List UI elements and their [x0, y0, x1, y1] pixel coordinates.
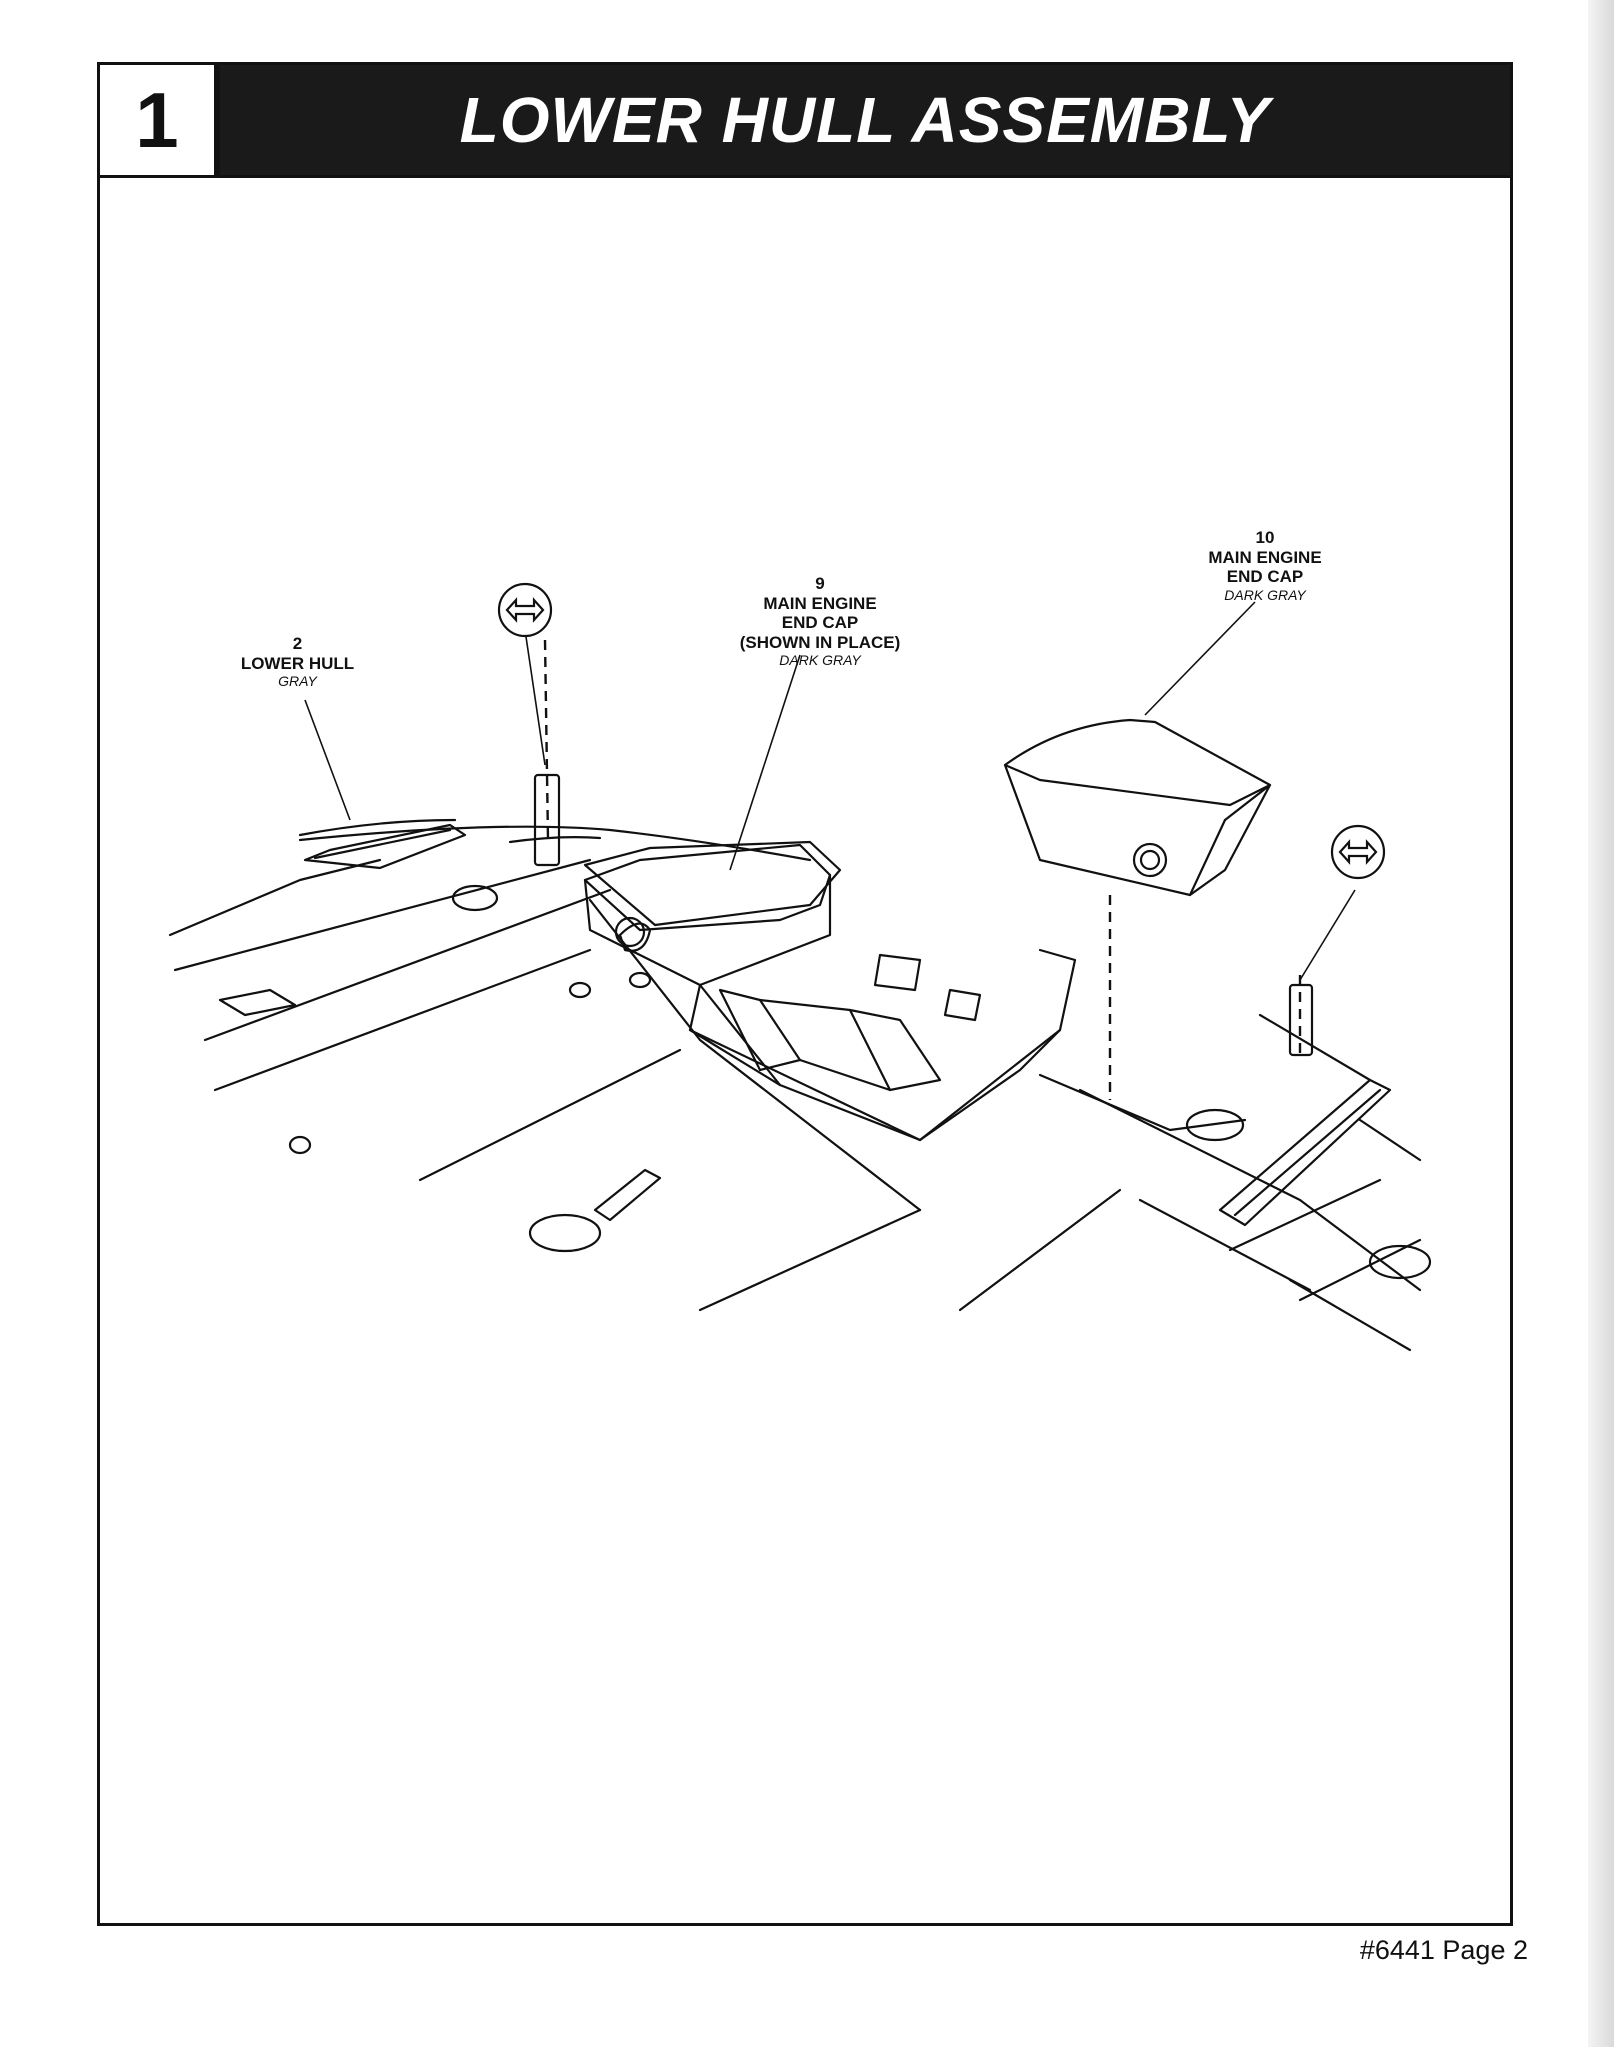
end-cap-10-side [1188, 783, 1272, 897]
page-footer: #6441 Page 2 [1359, 1935, 1528, 1965]
cradle-rib-1 [758, 998, 852, 1012]
hull-deck-line-1 [173, 858, 592, 972]
leader-part-10 [1144, 601, 1256, 716]
rail-edge-2 [1358, 1118, 1422, 1162]
hull-deck-line-4 [418, 1048, 682, 1182]
part-label-end-cap-9: 9 MAIN ENGINE END CAP (SHOWN IN PLACE) D… [739, 574, 901, 669]
hull-tab-inner [313, 828, 452, 860]
deck-hole-2 [1185, 1108, 1245, 1142]
end-cap-10-hole [1132, 842, 1168, 878]
hull-right-panel [1078, 1088, 1422, 1292]
hull-deck-line-2 [203, 888, 612, 1042]
deck-hole-1 [451, 884, 499, 912]
cradle-notch-1 [873, 953, 922, 992]
hull-right-floor [1288, 1278, 1412, 1352]
hull-step-right [1038, 1073, 1247, 1132]
hull-top-edge [298, 825, 812, 862]
deck-slot-center [593, 1168, 662, 1222]
deck-peg-2 [628, 971, 652, 989]
rail-tab-inner [1233, 1088, 1382, 1217]
cradle-lower [688, 948, 1077, 1142]
step-number-box: 1 [100, 65, 220, 178]
hull-right-deck [1138, 1198, 1312, 1292]
cradle-hole [618, 922, 652, 952]
end-cap-9-body [583, 840, 842, 927]
rail-tab [1218, 1078, 1392, 1227]
cradle-body [583, 873, 832, 987]
end-cap-10-top [1003, 718, 1272, 807]
deck-peg-3 [288, 1135, 312, 1155]
alignment-pin-left [533, 773, 561, 867]
end-cap-10-front [1003, 763, 1227, 897]
cradle-slot-2 [848, 1008, 942, 1092]
hull-right-lower-2 [1228, 1178, 1382, 1252]
leader-glue-left [524, 629, 546, 766]
hull-rim [508, 836, 602, 844]
part-label-lower-hull: 2 LOWER HULL GRAY [240, 634, 355, 690]
header-bar: 1 LOWER HULL ASSEMBLY [100, 65, 1510, 178]
deck-hole-3 [1368, 1244, 1432, 1280]
part-label-end-cap-10: 10 MAIN ENGINE END CAP DARK GRAY [1208, 528, 1322, 603]
hull-deck-line-3 [213, 948, 592, 1092]
rail-edge [1258, 1013, 1372, 1082]
pin-guide-left [543, 639, 550, 841]
leader-part-2 [304, 699, 351, 821]
hull-arc [298, 818, 457, 837]
end-cap-9-hole [614, 916, 646, 948]
cradle-outline [583, 843, 832, 932]
glue-icon [1330, 824, 1386, 880]
deck-slot [218, 988, 297, 1017]
leader-glue-right [1299, 889, 1356, 981]
hull-deck-line-6 [958, 1188, 1122, 1312]
instruction-frame: 1 LOWER HULL ASSEMBLY [97, 62, 1513, 1926]
hull-inner-left [688, 1028, 922, 1142]
cradle-notch-2 [943, 988, 982, 1022]
step-title: LOWER HULL ASSEMBLY [459, 84, 1271, 156]
leader-part-9 [729, 654, 801, 871]
hull-right-lower [1298, 1238, 1422, 1302]
cradle-slot-1 [718, 988, 802, 1072]
cradle-front [698, 983, 1062, 1142]
hull-tab [303, 823, 467, 870]
page-edge [1588, 0, 1614, 2047]
cradle-rib-2 [798, 1058, 892, 1092]
step-number: 1 [135, 76, 179, 164]
alignment-pin-right [1288, 983, 1314, 1057]
deck-peg-1 [568, 981, 592, 999]
glue-icon [497, 582, 553, 638]
hull-deck-line-5 [698, 1208, 922, 1312]
deck-hole-4 [528, 1213, 602, 1253]
hull-left-edge [168, 858, 382, 937]
